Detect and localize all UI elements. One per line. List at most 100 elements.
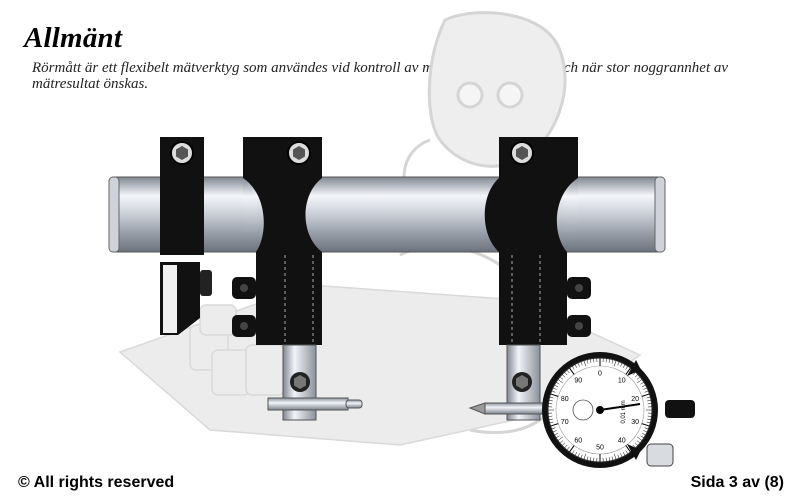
dial-tick [605,358,607,363]
dial-tick [548,415,553,417]
dial-tick [636,376,641,380]
dial-tick [634,374,639,378]
dial-tick [620,453,623,458]
dial-tick [552,430,557,433]
dial-tick [641,393,650,397]
dial-tick [647,415,652,417]
dial-tick [557,436,563,441]
dial-tick [552,387,557,390]
dial-tick [559,376,564,380]
dial-tick [574,364,578,369]
dial-number: 10 [618,378,626,385]
dial-tick [632,444,636,449]
dial-tick [554,384,559,388]
dial-tick [566,446,570,451]
dial-tick [550,393,559,397]
dial-tick [620,362,623,367]
dial-tick [611,456,614,461]
dial-tick [647,418,652,420]
dial-tick [643,387,648,390]
dial-number: 80 [561,396,569,403]
dial-tick [574,451,578,456]
dial-tick [611,359,614,364]
dial-tick [577,453,580,458]
dial-tick [643,430,648,433]
dial-tick [550,423,559,427]
dial-tick [564,371,568,376]
dial-tick [586,456,589,461]
dial-tick [644,390,649,393]
dial-tick [593,358,595,363]
dial-tick [632,371,636,376]
copyright-notice: © All rights reserved [18,474,175,491]
dial-tick [548,400,553,402]
dial-tick [644,427,649,430]
dial-number: 40 [618,437,626,444]
dial-tick [605,457,607,462]
dial-tick [561,374,566,378]
dial-tick [617,361,620,366]
dial-tick [571,365,575,370]
dial-tick [548,418,553,420]
dial-tick [640,435,645,439]
dial-tick [586,359,589,364]
dial-tick [636,440,641,444]
dial-tick [625,367,631,375]
dial-tick [561,442,566,446]
page-title: Allmänt [24,22,123,54]
dial-tick [557,379,563,384]
dial-tick [641,384,646,388]
middle-clamp [232,137,363,421]
dial-tick [608,457,610,462]
dial-tick [646,396,651,399]
dial-tick [549,396,554,399]
dial-tick [608,358,610,363]
dial-tick [640,381,645,385]
dial-tick [641,432,646,436]
page-indicator: Sida 3 av (8) [690,474,784,491]
dial-tick [634,442,639,446]
dial-tick [580,454,583,459]
fixed-anvil [160,137,212,335]
dial-tick [551,427,556,430]
dial-number: 30 [631,419,639,426]
dial-tick [555,381,560,385]
dial-tick [641,423,650,427]
dial-tick [637,436,643,441]
dial-tick [564,444,568,449]
dial-tick [566,369,570,374]
dial-tick [551,390,556,393]
dial-tick [613,360,617,367]
dial-tick [571,450,575,455]
dial-tick [580,361,583,366]
dial-tick [637,379,643,384]
dial-tick [617,454,620,459]
dial-tick [613,453,617,460]
dial-tick [625,365,629,370]
dial-tick [559,440,564,444]
dial-tick [590,457,592,462]
dial-tick [646,421,651,424]
dial-number: 0 [598,371,602,378]
dial-number: 60 [574,437,582,444]
dial-tick [583,360,587,367]
dial-tick [569,367,575,375]
dial-tick [647,400,652,402]
dial-tick [549,421,554,424]
dial-tick [577,362,580,367]
dial-tick [622,364,626,369]
dial-number: 50 [596,445,604,452]
right-clamp [468,137,591,421]
dial-tick [625,445,631,453]
dial-tick [590,358,592,363]
dial-tick [554,432,559,436]
dial-number: 70 [561,419,569,426]
dial-tick [625,450,629,455]
dial-tick [622,451,626,456]
dial-tick [548,403,553,405]
dial-number: 20 [631,396,639,403]
dial-tick [593,457,595,462]
